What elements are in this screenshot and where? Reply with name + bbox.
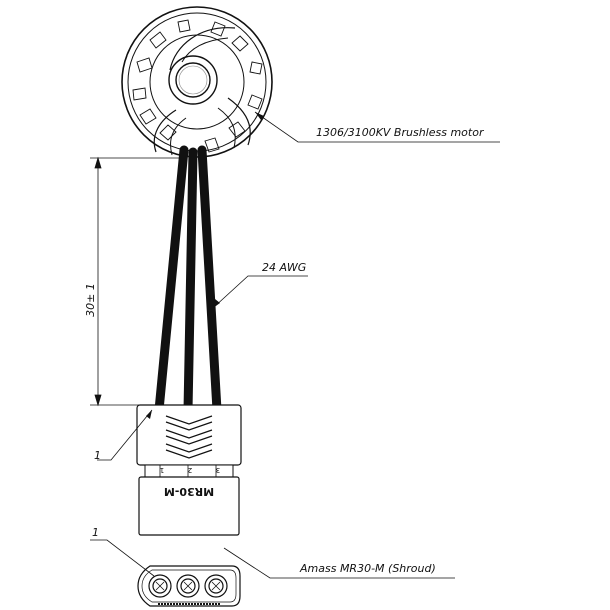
motor-spoke-top — [169, 27, 236, 71]
motor-outer-ring — [121, 6, 273, 158]
connector-housing — [136, 404, 242, 466]
wires — [154, 145, 222, 415]
pin-label-1: 1 — [160, 466, 164, 474]
pin-socket-2 — [176, 574, 200, 598]
motor-hub — [168, 55, 218, 105]
connector-marking: MR30-M — [164, 485, 214, 498]
motor-windings — [132, 19, 263, 153]
pin-socket-1 — [148, 574, 172, 598]
connector-front-outline — [137, 565, 241, 607]
pin-label-2: 2 — [188, 466, 192, 474]
wire-leader — [212, 275, 308, 309]
length-dimension-label: 30± 1 — [84, 283, 97, 317]
wire-2 — [183, 147, 198, 415]
pin-socket-3 — [204, 574, 228, 598]
motor-spoke-left — [153, 109, 177, 153]
wire-3 — [197, 145, 222, 415]
motor-bell-ring — [149, 34, 245, 130]
motor-label: 1306/3100KV Brushless motor — [316, 126, 485, 139]
connector-body — [136, 404, 242, 536]
connector-label: Amass MR30-M (Shroud) — [299, 562, 436, 575]
motor-spoke-right — [227, 97, 251, 146]
motor-inner-ring — [127, 12, 267, 152]
motor-shaft — [175, 62, 211, 98]
wire-gauge-label: 24 AWG — [262, 261, 306, 274]
item-1-top-leader — [97, 409, 153, 461]
connector-leader — [223, 547, 455, 579]
leader-lines — [90, 111, 500, 579]
connector-chevrons — [165, 415, 213, 459]
motor — [121, 6, 273, 158]
pin-label-3: 3 — [216, 466, 220, 474]
connector-front-view — [137, 565, 241, 607]
item-marker-bottom: 1 — [92, 526, 99, 539]
item-1-bottom-leader — [90, 539, 155, 577]
motor-leader — [254, 111, 500, 143]
wire-1 — [154, 145, 189, 415]
item-marker-top: 1 — [94, 449, 101, 462]
connector-shroud — [138, 476, 240, 536]
